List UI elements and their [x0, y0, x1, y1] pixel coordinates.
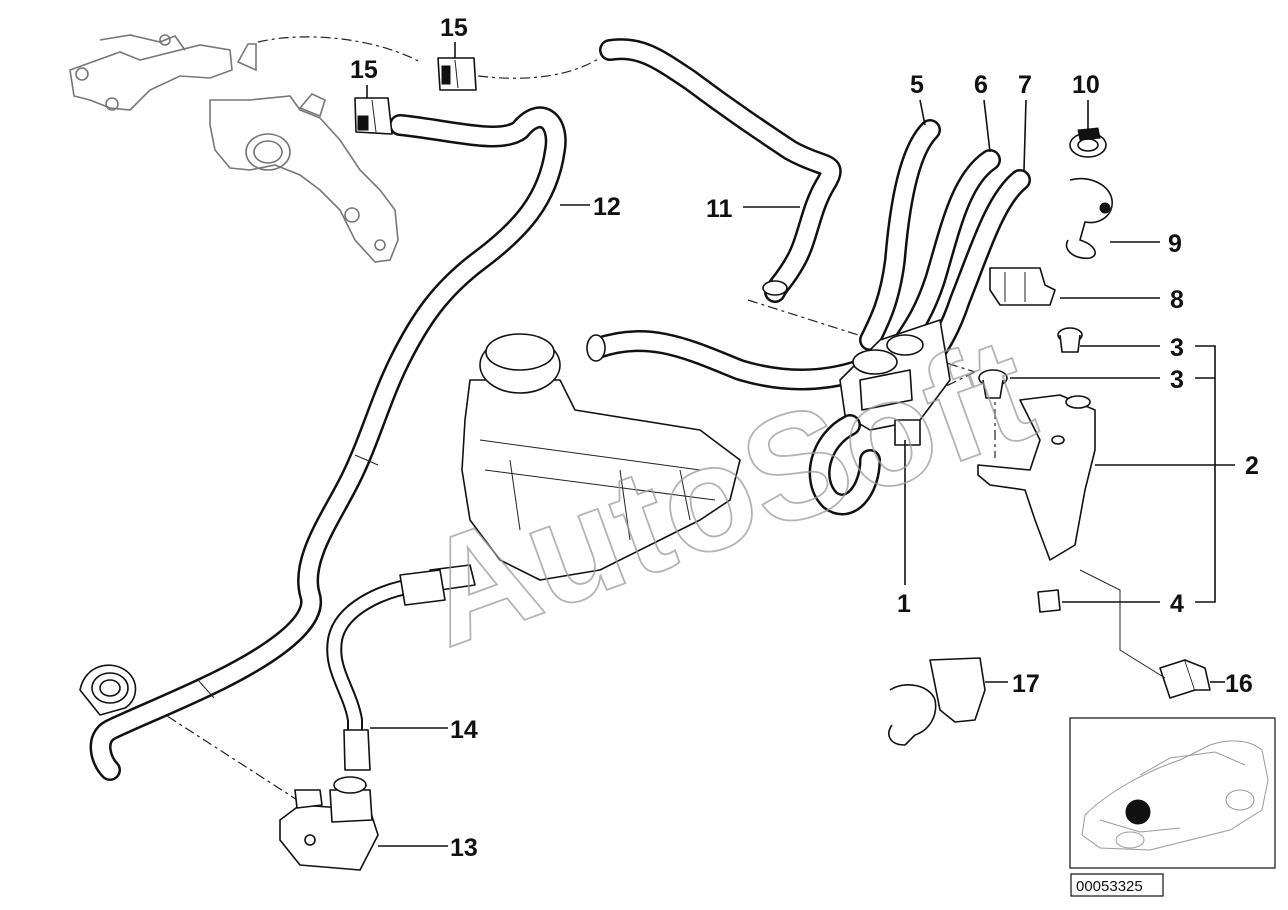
clamp-15-upper — [437, 57, 477, 91]
label-3-lower: 3 — [1170, 366, 1184, 394]
label-6: 6 — [974, 71, 988, 99]
label-16: 16 — [1225, 670, 1253, 698]
nut-4 — [1037, 589, 1061, 613]
hose-11 — [599, 38, 842, 303]
location-inset: 00053325 — [1069, 717, 1276, 897]
label-5: 5 — [910, 71, 924, 99]
label-3-upper: 3 — [1170, 334, 1184, 362]
label-2: 2 — [1245, 452, 1259, 480]
clamp-10 — [1069, 127, 1107, 158]
leader-lines — [366, 42, 1235, 847]
clip-17 — [888, 657, 986, 746]
diagram-number: 00053325 — [1076, 878, 1143, 895]
label-11: 11 — [706, 195, 733, 223]
label-13: 13 — [450, 834, 478, 862]
label-14: 14 — [450, 716, 478, 744]
hose-14 — [326, 569, 446, 771]
label-17: 17 — [1012, 670, 1040, 698]
label-8: 8 — [1170, 286, 1184, 314]
part-labels: 1 2 3 3 4 5 6 7 8 9 10 11 12 13 14 15 15… — [350, 14, 1259, 862]
label-10: 10 — [1072, 71, 1100, 99]
label-4: 4 — [1170, 590, 1184, 618]
bolt-16 — [1079, 569, 1211, 699]
clamp-8 — [989, 267, 1056, 306]
hose-12 — [79, 106, 567, 781]
tank-to-valve-hose — [586, 330, 871, 391]
expansion-tank — [429, 333, 741, 591]
clamp-15-lower — [354, 97, 393, 135]
label-15-lower: 15 — [350, 56, 378, 84]
water-pump-13 — [279, 776, 379, 871]
engine-coolant-pipe — [69, 34, 399, 263]
label-12: 12 — [593, 193, 621, 221]
location-marker-icon — [1125, 799, 1151, 825]
label-15-upper: 15 — [440, 14, 468, 42]
label-7: 7 — [1018, 71, 1032, 99]
label-1: 1 — [897, 590, 911, 618]
grommet-3-upper — [1057, 327, 1083, 353]
grommet-3-lower — [978, 369, 1008, 399]
clip-9 — [1065, 178, 1113, 260]
heater-valve-1 — [808, 119, 1031, 516]
bracket-2 — [977, 394, 1096, 561]
label-9: 9 — [1168, 230, 1182, 258]
